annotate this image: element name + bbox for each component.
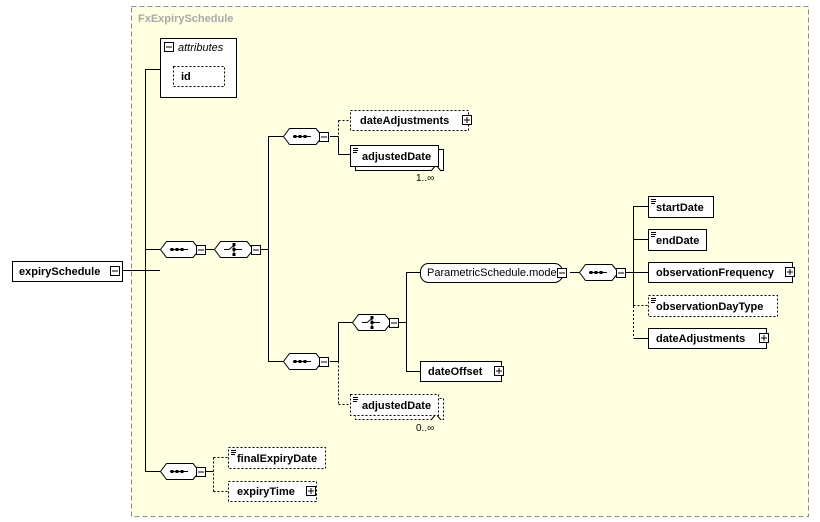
element-observation-frequency[interactable]: observationFrequency [648,262,795,283]
element-final-expiry-date[interactable]: finalExpiryDate [228,447,326,469]
element-end-date[interactable]: endDate [648,229,707,251]
svg-text:endDate: endDate [656,235,699,247]
element-start-date[interactable]: startDate [648,196,714,218]
svg-text:adjustedDate: adjustedDate [362,400,431,412]
cardinality-adjusted-date-top: 1..∞ [416,173,434,184]
svg-text:adjustedDate: adjustedDate [362,151,431,163]
svg-text:dateAdjustments: dateAdjustments [656,333,745,345]
attribute-id-box[interactable] [173,66,225,87]
element-observation-day-type[interactable]: observationDayType [648,295,778,317]
expand-icon[interactable] [759,333,769,343]
element-date-adjustments-top[interactable]: dateAdjustments [350,110,472,131]
element-adjusted-date-bottom[interactable]: adjustedDate [350,394,444,421]
choice-compositor-inner[interactable] [351,314,399,331]
attributes-box: attributes id [160,38,237,98]
expand-icon[interactable] [785,267,795,277]
complex-type-box [131,6,809,517]
sequence-compositor-lower[interactable] [282,353,329,370]
connector-lines [123,69,648,472]
element-expiry-time[interactable]: expiryTime [228,481,317,502]
expand-icon[interactable] [462,115,472,125]
complex-type-title: FxExpirySchedule [138,13,233,25]
svg-text:observationFrequency: observationFrequency [656,267,775,279]
sequence-compositor-right[interactable] [578,264,626,281]
svg-text:startDate: startDate [656,202,704,214]
svg-text:expiryTime: expiryTime [237,486,295,498]
sequence-compositor-top[interactable] [282,128,329,145]
attributes-title: attributes [178,42,224,54]
root-element[interactable]: expirySchedule [12,261,123,282]
sequence-compositor-bottom[interactable] [159,463,206,480]
attribute-id: id [181,71,191,83]
sequence-compositor-main[interactable] [159,241,206,258]
svg-text:expirySchedule: expirySchedule [19,266,100,278]
svg-text:observationDayType: observationDayType [656,301,763,313]
expand-icon[interactable] [494,366,504,376]
element-date-adjustments-inner[interactable]: dateAdjustments [648,328,769,349]
element-adjusted-date-top[interactable]: adjustedDate [350,145,444,172]
element-date-offset[interactable]: dateOffset [420,361,504,382]
group-parametric-schedule-model[interactable]: ParametricSchedule.model [420,263,567,283]
expand-icon[interactable] [306,486,316,496]
svg-text:finalExpiryDate: finalExpiryDate [237,453,317,465]
cardinality-adjusted-date-bottom: 0..∞ [416,423,434,434]
svg-text:ParametricSchedule.model: ParametricSchedule.model [427,267,559,279]
svg-text:dateOffset: dateOffset [428,366,483,378]
optional-connector-lines [213,120,648,492]
choice-compositor-main[interactable] [213,241,261,258]
svg-text:dateAdjustments: dateAdjustments [360,115,449,127]
